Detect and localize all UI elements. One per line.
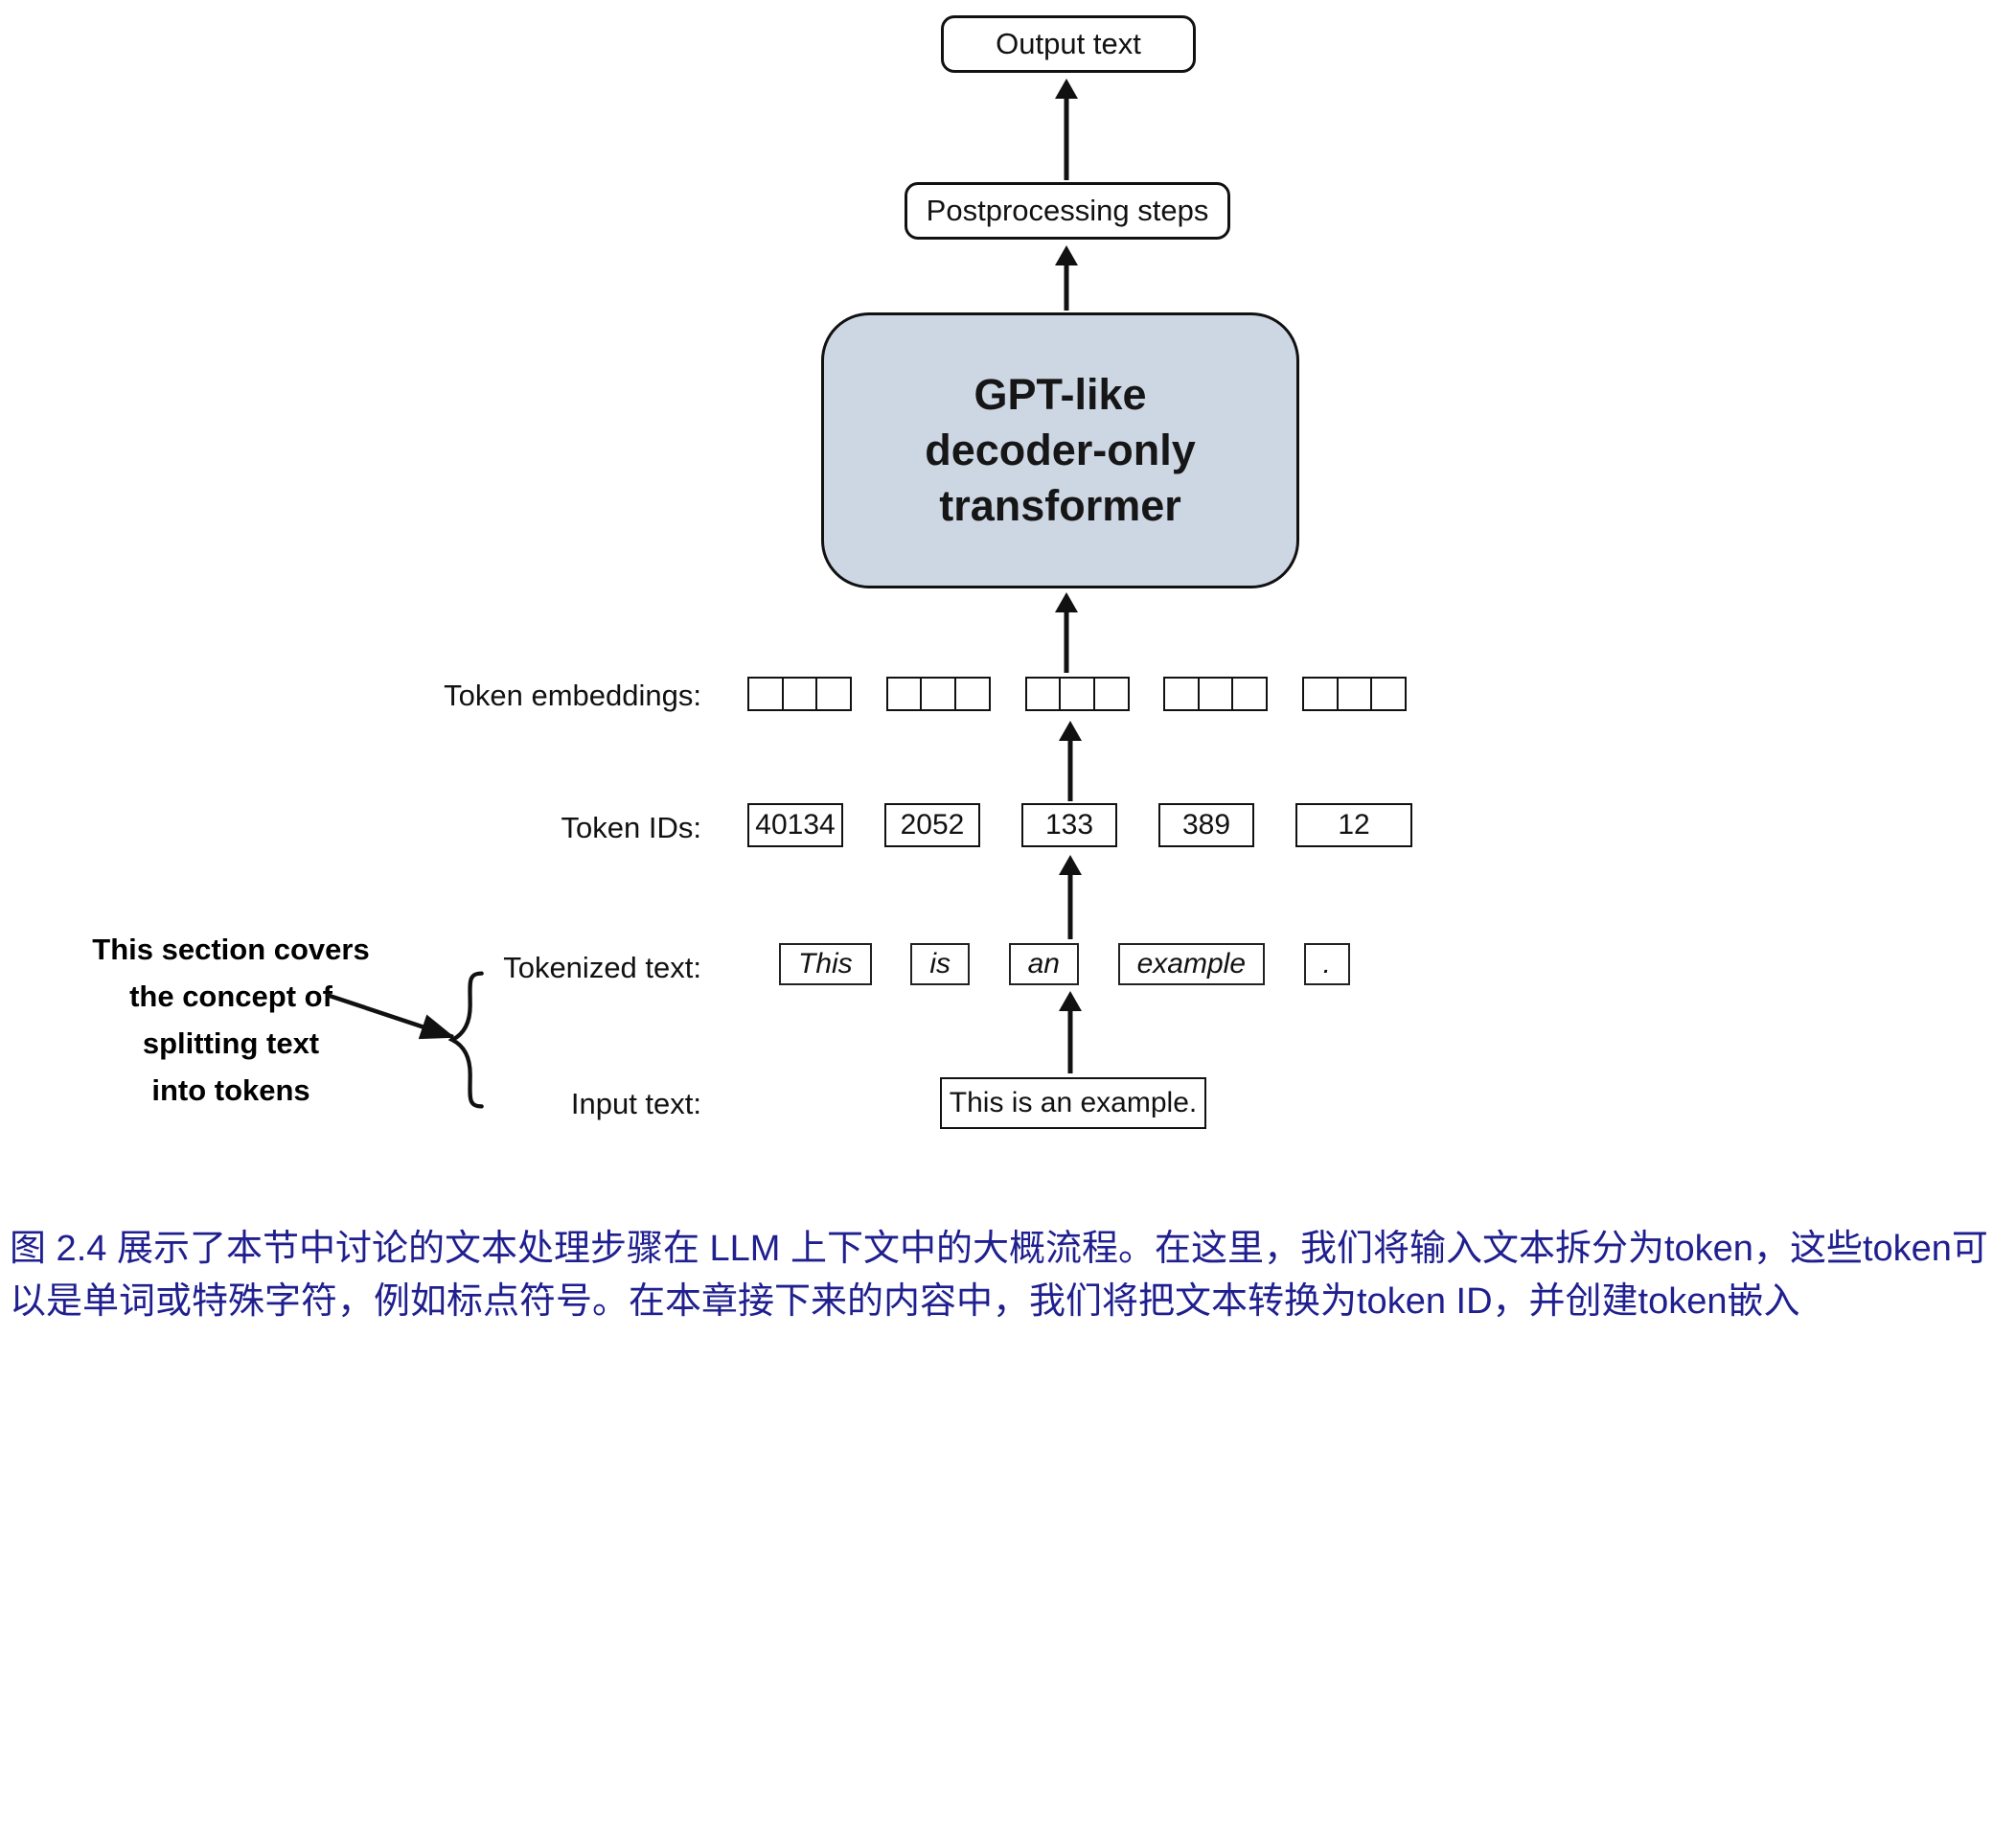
side-note-line: into tokens [151, 1073, 310, 1107]
embedding-cell [1059, 677, 1095, 711]
token-id-box: 2052 [884, 803, 980, 847]
transformer-line-2: decoder-only [925, 426, 1196, 474]
embedding-group [1024, 677, 1130, 713]
embedding-cell [1302, 677, 1339, 711]
arrow-shaft [1064, 607, 1069, 673]
arrow-shaft [1067, 869, 1073, 939]
arrowhead-icon [1055, 245, 1078, 265]
embedding-cell [1370, 677, 1407, 711]
embedding-cell [747, 677, 784, 711]
arrow-shaft [1067, 735, 1073, 801]
arrow-ids-to-embeddings [1058, 721, 1083, 801]
token-box: is [910, 943, 970, 985]
embedding-cell [1197, 677, 1234, 711]
token-id-box: 12 [1295, 803, 1412, 847]
curly-brace-icon [448, 971, 484, 1109]
token-box: This [779, 943, 872, 985]
arrowhead-icon [1059, 855, 1082, 875]
embedding-group [885, 677, 991, 713]
arrowhead-icon [1055, 592, 1078, 612]
arrow-shaft [1064, 93, 1069, 180]
token-ids-row: 40134 2052 133 389 12 [747, 803, 1412, 847]
token-box: example [1117, 943, 1266, 985]
input-text-label: Input text: [570, 1087, 701, 1120]
embedding-cell [1336, 677, 1373, 711]
transformer-line-3: transformer [939, 481, 1181, 530]
side-note-line: the concept of [129, 980, 332, 1013]
arrow-shaft [1067, 1005, 1073, 1073]
arrow-postprocessing-to-output [1054, 79, 1079, 180]
token-box: an [1008, 943, 1079, 985]
arrow-tokenized-to-ids [1058, 855, 1083, 939]
token-embeddings-label: Token embeddings: [444, 679, 701, 712]
tokenized-text-row: This is an example . [779, 943, 1350, 985]
postprocessing-node: Postprocessing steps [905, 182, 1230, 240]
embedding-group [1163, 677, 1269, 713]
embedding-cell [1231, 677, 1269, 711]
arrow-embeddings-to-transformer [1054, 592, 1079, 673]
transformer-line-1: GPT-like [974, 370, 1147, 419]
arrowhead-icon [1059, 721, 1082, 741]
token-id-box: 40134 [747, 803, 843, 847]
token-embeddings-row [747, 677, 1407, 713]
token-box: . [1303, 943, 1350, 985]
embedding-cell [885, 677, 923, 711]
arrow-shaft [1064, 260, 1069, 311]
arrow-input-to-tokenized [1058, 991, 1083, 1073]
figure-caption: 图 2.4 展示了本节中讨论的文本处理步骤在 LLM 上下文中的大概流程。在这里… [10, 1229, 1988, 1322]
input-sentence-box: This is an example. [940, 1077, 1206, 1129]
embedding-cell [953, 677, 991, 711]
embedding-group [1302, 677, 1407, 713]
output-text-node: Output text [941, 15, 1196, 73]
side-note-arrow [326, 992, 456, 1040]
side-note: This section covers the concept of split… [84, 926, 378, 1114]
arrow-transformer-to-postprocessing [1054, 245, 1079, 311]
transformer-node: GPT-like decoder-only transformer [821, 312, 1299, 588]
embedding-cell [920, 677, 957, 711]
embedding-cell [815, 677, 852, 711]
token-id-box: 389 [1158, 803, 1254, 847]
arrowhead-icon [1055, 79, 1078, 99]
embedding-group [747, 677, 852, 713]
arrowhead-icon [1059, 991, 1082, 1011]
token-ids-label: Token IDs: [561, 811, 701, 844]
embedding-cell [781, 677, 818, 711]
embedding-cell [1024, 677, 1062, 711]
side-note-line: This section covers [92, 933, 370, 966]
side-note-line: splitting text [142, 1026, 320, 1060]
token-id-box: 133 [1021, 803, 1117, 847]
embedding-cell [1092, 677, 1130, 711]
embedding-cell [1163, 677, 1201, 711]
tokenized-text-label: Tokenized text: [503, 951, 701, 984]
